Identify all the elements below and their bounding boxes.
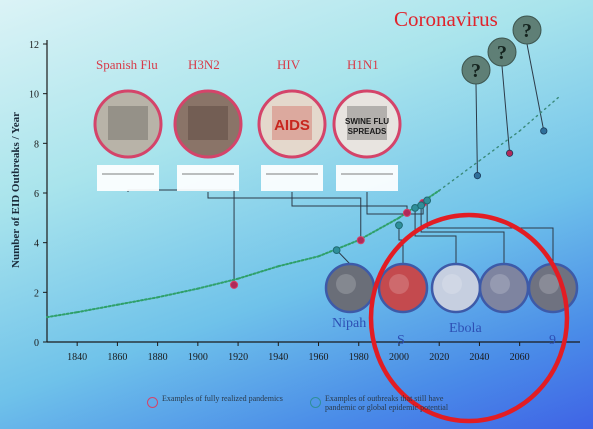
y-tick-label: 12 <box>29 40 39 51</box>
aids-headline: AIDS <box>274 117 310 134</box>
x-tick-label: 2020 <box>429 352 449 363</box>
x-tick-label: 1860 <box>107 352 127 363</box>
trend-segment <box>156 287 199 299</box>
question-pin <box>461 55 491 85</box>
h7n9-label: 9 <box>549 333 556 348</box>
sars-photo <box>377 262 429 314</box>
photo-highlight <box>490 274 510 294</box>
y-tick-label: 2 <box>34 288 39 299</box>
pandemic-legend-label: Examples of fully realized pandemics <box>162 394 283 403</box>
pandemic-point <box>402 208 412 217</box>
potential-point <box>423 196 432 205</box>
caption-box <box>336 165 398 191</box>
photo-highlight <box>389 274 409 294</box>
photo-shading <box>347 106 387 140</box>
hiv-photo <box>257 89 327 159</box>
potential-point <box>395 221 403 230</box>
potential-connector <box>398 225 404 264</box>
pandemic-connector <box>127 189 235 285</box>
potential-connector <box>426 200 554 264</box>
x-tick-label: 1980 <box>349 352 369 363</box>
trend-segment <box>277 255 320 268</box>
future-point <box>473 172 482 180</box>
x-tick-label: 1880 <box>148 352 168 363</box>
trend-segment <box>478 130 521 162</box>
y-tick-label: 10 <box>29 90 39 101</box>
potential-point <box>332 246 341 255</box>
caption-box <box>177 165 239 191</box>
future-point <box>540 127 548 135</box>
photo-shading <box>188 106 228 140</box>
trend-segment <box>196 277 240 290</box>
photo-highlight <box>539 274 559 294</box>
ebola-label: Ebola <box>449 321 482 336</box>
spanish-flu-photo <box>93 89 163 159</box>
x-tick-label: 1920 <box>228 352 248 363</box>
h1n1-label: H1N1 <box>347 57 379 72</box>
trend-segment <box>357 216 400 242</box>
x-tick-label: 1840 <box>67 352 87 363</box>
sars-label: S <box>397 333 405 348</box>
x-tick-label: 1960 <box>309 352 329 363</box>
question-pin <box>487 37 517 67</box>
question-mark: ? <box>471 60 481 82</box>
trend-segment <box>518 95 561 132</box>
future-connector <box>501 65 511 154</box>
potential-legend-label: Examples of outbreaks that still have pa… <box>325 394 449 412</box>
h3n2-label: H3N2 <box>188 57 220 72</box>
pandemic-point <box>229 280 239 289</box>
pandemic-connector <box>207 192 362 241</box>
potential-connector <box>414 207 457 264</box>
potential-legend-marker <box>310 397 321 408</box>
trend-segment <box>237 265 280 280</box>
x-tick-label: 2000 <box>389 352 409 363</box>
pandemic-legend-marker <box>147 397 158 408</box>
photo-highlight <box>442 274 462 294</box>
question-mark: ? <box>522 20 532 42</box>
potential-point <box>417 201 426 210</box>
pandemic-connector <box>291 192 408 213</box>
question-mark: ? <box>497 42 507 64</box>
nipah-label: Nipah <box>332 316 367 331</box>
photo-highlight <box>336 274 356 294</box>
photo-shading <box>108 106 148 140</box>
legend-item-potential: Examples of outbreaks that still have pa… <box>310 394 475 412</box>
future-connector <box>526 43 545 132</box>
x-tick-label: 2060 <box>510 352 530 363</box>
swine-flu-headline: SWINE FLU <box>345 117 389 126</box>
question-pin <box>512 15 542 45</box>
hiv-label: HIV <box>277 57 301 72</box>
trend-segment <box>438 160 481 192</box>
legend-item-pandemic: Examples of fully realized pandemics <box>147 394 312 408</box>
future-connector <box>475 83 478 176</box>
y-tick-label: 4 <box>34 239 39 250</box>
x-tick-label: 2040 <box>469 352 489 363</box>
caption-box <box>261 165 323 191</box>
pandemic-point <box>356 236 365 245</box>
y-tick-label: 6 <box>34 189 39 200</box>
y-axis-title: Number of EID Outbreaks / Year <box>10 112 22 268</box>
x-tick-label: 1900 <box>188 352 208 363</box>
h3n2-photo <box>173 89 243 159</box>
trend-segment <box>76 303 119 314</box>
photo-shading <box>272 106 312 140</box>
spreads-headline: SPREADS <box>348 127 387 136</box>
trend-segment <box>116 296 159 306</box>
caption-box <box>97 165 159 191</box>
coronavirus-label: Coronavirus <box>394 7 498 31</box>
highlight-ring <box>368 212 570 424</box>
potential-connector <box>420 205 505 264</box>
y-tick-label: 8 <box>34 139 39 150</box>
spanish-flu-label: Spanish Flu <box>96 57 158 72</box>
trend-segment <box>46 311 79 319</box>
h1n1-photo <box>332 89 402 159</box>
future-point <box>506 149 514 157</box>
y-tick-label: 0 <box>34 338 39 349</box>
x-tick-label: 1940 <box>268 352 288 363</box>
